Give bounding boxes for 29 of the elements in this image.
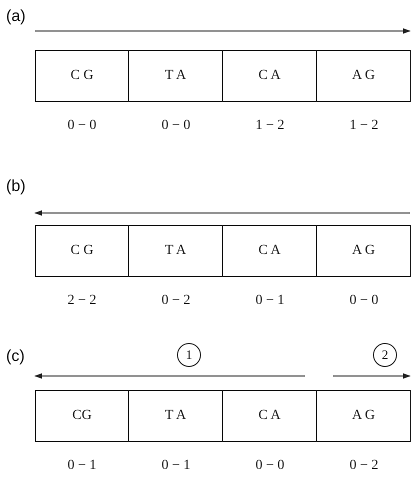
sequence-cell: T A <box>128 50 223 102</box>
panel-label: (a) <box>6 8 26 26</box>
score-label: 0 − 2 <box>350 458 378 474</box>
score-label: 0 − 0 <box>256 458 284 474</box>
score-label: 0 − 0 <box>350 293 378 309</box>
panel-label: (c) <box>6 348 25 366</box>
sequence-cell: A G <box>316 390 411 442</box>
sequence-cell: A G <box>316 50 411 102</box>
score-label: 0 − 0 <box>68 118 96 134</box>
score-label: 0 − 2 <box>162 293 190 309</box>
score-label: 0 − 1 <box>162 458 190 474</box>
score-label: 1 − 2 <box>350 118 378 134</box>
score-label: 0 − 1 <box>256 293 284 309</box>
panel-label: (b) <box>6 178 26 196</box>
score-label: 1 − 2 <box>256 118 284 134</box>
sequence-cell: C A <box>222 225 317 277</box>
score-label: 0 − 0 <box>162 118 190 134</box>
sequence-cell: C A <box>222 50 317 102</box>
sequence-cell: T A <box>128 390 223 442</box>
sequence-cell: C G <box>35 50 129 102</box>
sequence-cell: C G <box>35 225 129 277</box>
sequence-cell: A G <box>316 225 411 277</box>
step-number: 2 <box>373 343 397 367</box>
sequence-cell: C A <box>222 390 317 442</box>
score-label: 2 − 2 <box>68 293 96 309</box>
step-number: 1 <box>177 343 201 367</box>
sequence-cell: CG <box>35 390 129 442</box>
score-label: 0 − 1 <box>68 458 96 474</box>
sequence-cell: T A <box>128 225 223 277</box>
